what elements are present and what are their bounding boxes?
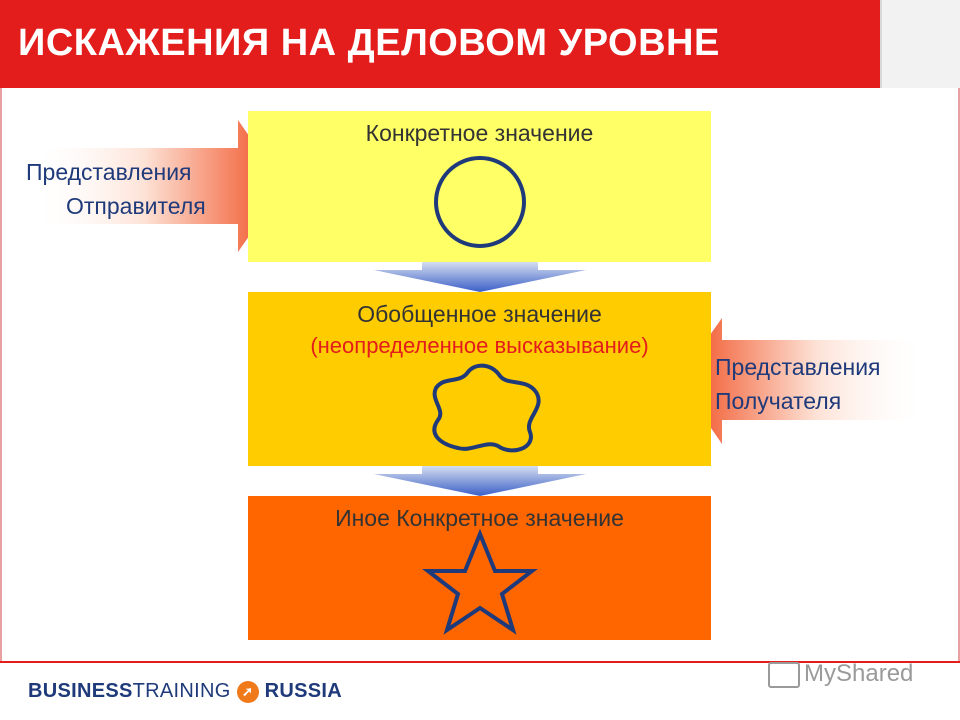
watermark-text: MyShared (804, 660, 914, 687)
generalized-meaning-sublabel: (неопределенное высказывание) (310, 333, 649, 358)
other-concrete-meaning-label: Иное Конкретное значение (335, 505, 624, 531)
brand-thin: TRAINING (132, 680, 231, 702)
brand-rocket-icon: ➚ (236, 680, 259, 703)
brand-bold-2: RUSSIA (264, 680, 342, 702)
footer-divider (0, 661, 960, 663)
brand-bold-1: BUSINESS (28, 680, 133, 702)
title-bar: ИСКАЖЕНИЯ НА ДЕЛОВОМ УРОВНЕ (0, 0, 880, 88)
sender-label-line1: Представления (26, 159, 192, 185)
frame-left-border (0, 88, 2, 662)
watermark: MyShared (768, 660, 913, 688)
receiver-label-line2: Получателя (715, 388, 842, 414)
concrete-meaning-label: Конкретное значение (365, 120, 594, 146)
page-title: ИСКАЖЕНИЯ НА ДЕЛОВОМ УРОВНЕ (18, 22, 720, 64)
generalized-meaning-box: Обобщенное значение (неопределенное выск… (248, 292, 711, 466)
receiver-label-line1: Представления (715, 354, 881, 380)
receiver-label: Представления Получателя (715, 350, 881, 418)
sender-label-line2: Отправителя (66, 193, 206, 219)
header-side-panel (880, 0, 960, 88)
brand-logo: BUSINESSTRAINING➚RUSSIA (28, 680, 342, 703)
watermark-icon (768, 661, 800, 688)
other-concrete-meaning-box: Иное Конкретное значение (248, 496, 711, 640)
sender-label: Представления Отправителя (26, 155, 206, 223)
generalized-meaning-label: Обобщенное значение (357, 301, 602, 327)
frame-right-border (958, 88, 960, 662)
concrete-meaning-box: Конкретное значение (248, 111, 711, 262)
